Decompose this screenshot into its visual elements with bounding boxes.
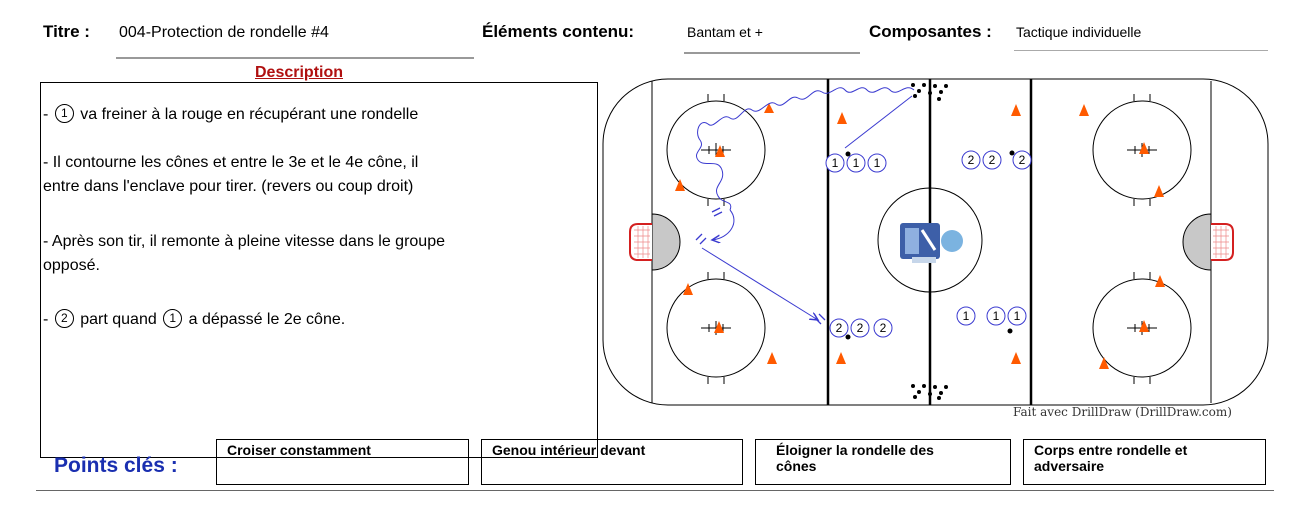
cone-icon	[837, 112, 847, 124]
player-marker-icon	[1007, 306, 1027, 326]
title-value: 004-Protection de rondelle #4	[119, 24, 329, 41]
player-label: 1	[1014, 309, 1021, 323]
player-label: 1	[832, 156, 839, 170]
player-1-icon: 1	[163, 309, 183, 328]
player-1-icon: 1	[54, 104, 74, 123]
cone-icon	[1155, 275, 1165, 287]
skating-path	[695, 87, 915, 325]
player-group-1-left	[825, 151, 887, 173]
key-point-box: Croiser constamment	[216, 439, 469, 485]
title-underline	[116, 57, 474, 59]
cone-icon	[1139, 142, 1149, 154]
player-label: 2	[880, 321, 887, 335]
crease-left	[651, 213, 681, 271]
drilldraw-credit: Fait avec DrillDraw (DrillDraw.com)	[1013, 405, 1232, 419]
description-box	[40, 82, 598, 458]
player-marker-icon	[956, 306, 976, 326]
content-label: Éléments contenu:	[482, 22, 635, 41]
player-label: 1	[963, 309, 970, 323]
cone-icon	[715, 145, 725, 157]
player-label: 2	[1019, 153, 1026, 167]
cone-icon	[1099, 357, 1109, 369]
description-line-1: - 1 va freiner à la rouge en récupérant …	[43, 104, 419, 123]
cone-icon	[675, 179, 685, 191]
cone-icon	[764, 103, 774, 113]
components-value: Tactique individuelle	[1016, 24, 1142, 40]
player-label: 2	[968, 153, 975, 167]
cone-icon	[714, 321, 724, 333]
puck-stack-bottom	[911, 384, 948, 400]
content-underline	[684, 52, 860, 54]
description-line-4: - Après son tir, il remonte à pleine vit…	[43, 233, 445, 250]
title-label: Titre :	[43, 22, 90, 41]
faceoff-circle-top-left	[666, 94, 766, 206]
player-label: 2	[836, 321, 843, 335]
player-group-1-right	[956, 306, 1027, 334]
description-line-5: opposé.	[43, 257, 100, 274]
key-point-box: Genou intérieur devant	[481, 439, 743, 485]
player-marker-icon	[873, 318, 893, 338]
player-marker-icon	[825, 153, 845, 173]
cone-icon	[1154, 185, 1164, 197]
player-marker-icon	[961, 150, 981, 170]
player-2-icon: 2	[54, 309, 74, 328]
player-marker-icon	[867, 153, 887, 173]
player-label: 2	[989, 153, 996, 167]
description-line-3: entre dans l'enclave pour tirer. (revers…	[43, 178, 414, 195]
description-line-2: - Il contourne les cônes et entre le 3e …	[43, 154, 419, 171]
player-marker-icon	[1012, 150, 1032, 170]
cone-icon	[1011, 104, 1021, 116]
player-marker-icon	[982, 150, 1002, 170]
player-label: 2	[857, 321, 864, 335]
player-label: 1	[874, 156, 881, 170]
cone-icon	[836, 352, 846, 364]
content-value: Bantam et +	[687, 24, 763, 40]
crease-right	[1182, 213, 1212, 271]
description-heading: Description	[255, 64, 344, 81]
key-points-label: Points clés :	[54, 454, 178, 477]
center-logo-icon	[900, 223, 963, 263]
player-marker-icon	[986, 306, 1006, 326]
faceoff-circle-bottom-left	[666, 272, 766, 384]
player-marker-icon	[850, 318, 870, 338]
description-line-6: - 2 part quand 1 a dépassé le 2e cône.	[43, 309, 346, 328]
components-underline	[1014, 50, 1268, 51]
net-left-icon	[629, 223, 652, 261]
net-right-icon	[1211, 223, 1234, 261]
player-group-2-left	[829, 318, 893, 340]
cones	[675, 103, 1165, 369]
cone-icon	[1139, 320, 1149, 332]
player-label: 1	[853, 156, 860, 170]
components-label: Composantes :	[869, 22, 992, 41]
cone-icon	[767, 352, 777, 364]
player-label: 1	[993, 309, 1000, 323]
cone-icon	[683, 283, 693, 295]
footer-divider	[36, 490, 1274, 491]
player-marker-icon	[846, 153, 866, 173]
cone-icon	[1079, 104, 1089, 116]
player-group-2-right	[961, 150, 1032, 170]
player-marker-icon	[829, 318, 849, 338]
puck-stack-top	[911, 83, 948, 101]
cone-icon	[1011, 352, 1021, 364]
